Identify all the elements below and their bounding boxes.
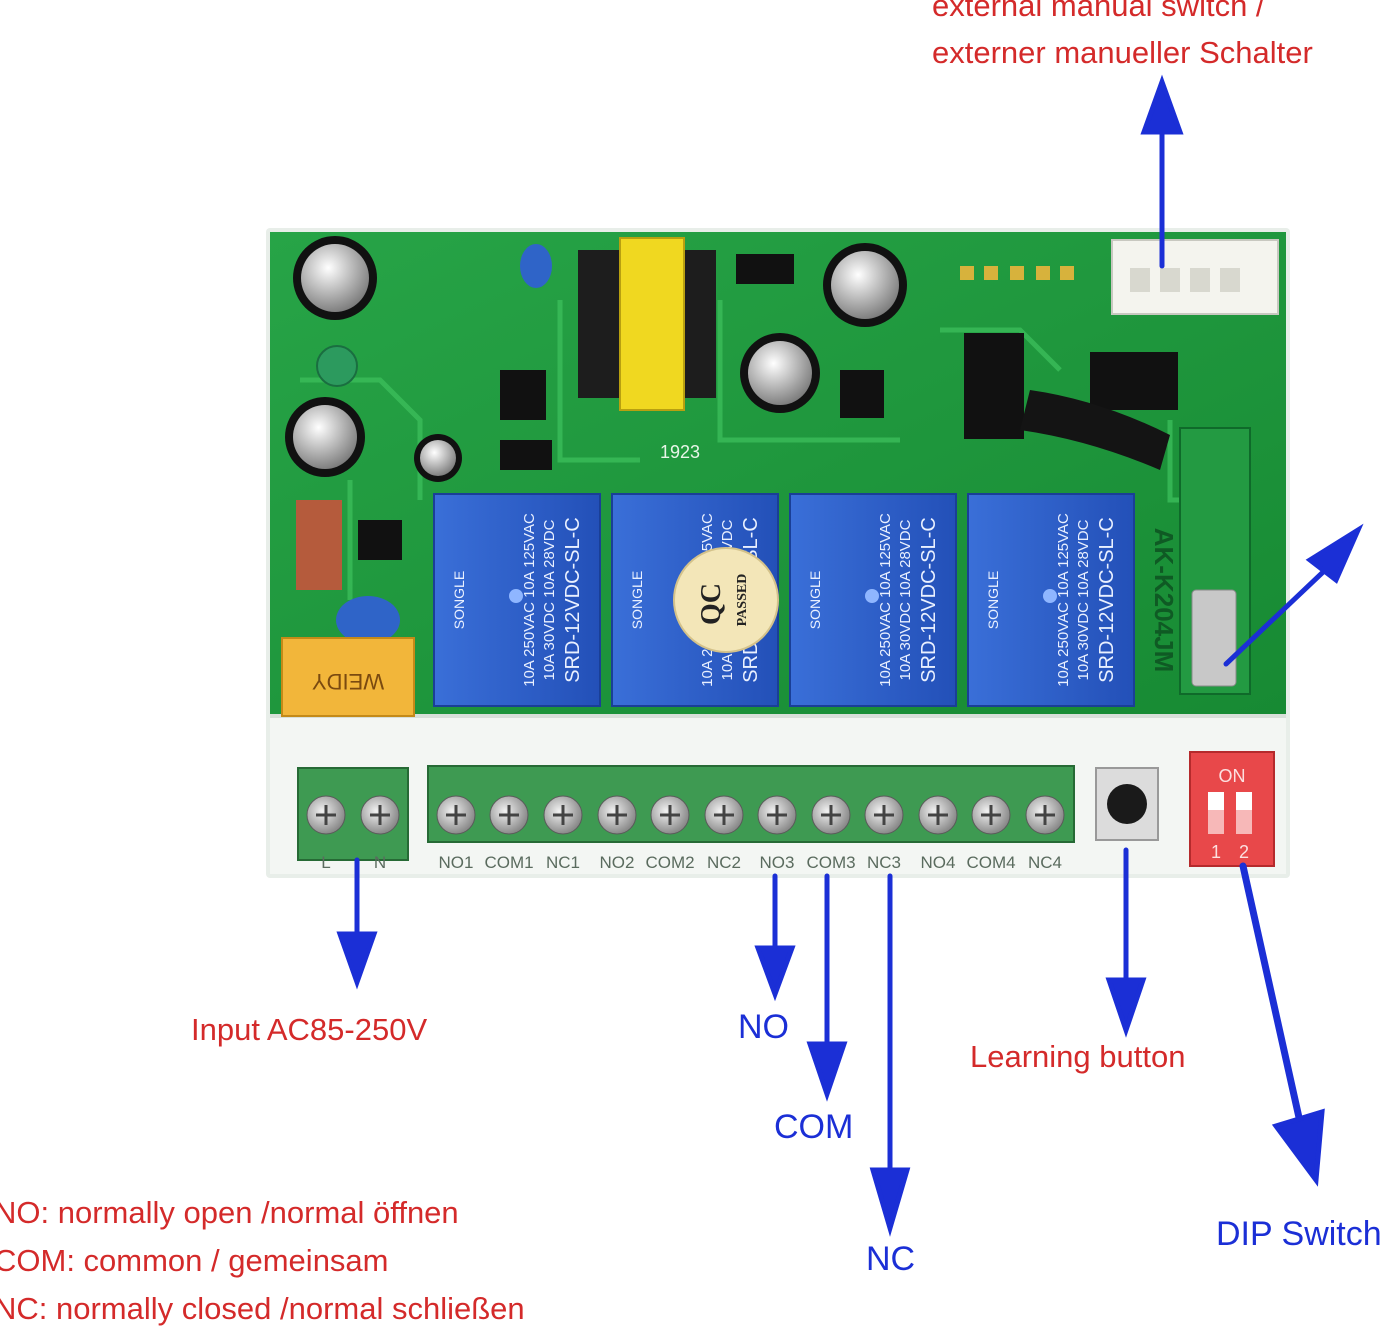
input-label: Input AC85-250V [191,1012,428,1047]
terminal-label-nc4: NC4 [1028,853,1062,872]
crystal [1191,589,1237,687]
no-label: NO [738,1008,789,1046]
relay-3-text: 10A 250VAC 10A 125VAC [877,513,894,687]
terminal-label-n: N [374,853,386,872]
relay-1-text: SRD-12VDC-SL-C [562,517,584,683]
relay-4-text: 10A 30VDC 10A 28VDC [1075,519,1092,680]
date-code: 1923 [660,442,700,462]
relay-1-text: 10A 250VAC 10A 125VAC [521,513,538,687]
qc-text: QC [696,583,727,625]
terminal-label-nc2: NC2 [707,853,741,872]
output-terminal-block [427,765,1075,843]
connector-pins [1130,268,1240,292]
qc-passed: PASSED [735,574,750,627]
capacitors [285,236,907,482]
x2-capacitor [281,637,415,717]
relay-1-text: 10A 30VDC 10A 28VDC [541,519,558,680]
terminal-label-no3: NO3 [760,853,795,872]
terminal-label-com1: COM1 [484,853,533,872]
terminal-label-com4: COM4 [966,853,1015,872]
com-label: COM [774,1108,854,1146]
dip-switch[interactable]: ON 1 2 [1189,751,1275,867]
terminal-label-no2: NO2 [600,853,635,872]
terminal-label-nc1: NC1 [546,853,580,872]
capacitor-brand: WEIDY [312,669,384,694]
ceramic-cap [520,244,552,288]
relay-3-text: 10A 30VDC 10A 28VDC [897,519,914,680]
antenna-coil [1020,390,1170,470]
relay-3-text: SRD-12VDC-SL-C [918,517,940,683]
fuse [296,500,342,590]
terminal-label-l: L [321,853,330,872]
nc-label: NC [866,1240,916,1278]
learning-button-label: Learning button [970,1039,1186,1074]
dip-on-label: ON [1219,766,1246,786]
ic-chips [358,254,1178,560]
dip-num-1: 1 [1211,842,1221,862]
legend-com: COM: common / gemeinsam [0,1243,389,1278]
terminal-blocks: L N NO1 COM1 NC1 NO2 COM2 NC2 NO3 COM3 NC3 NO4 COM4 N… [297,765,1075,872]
relay-2-text: SONGLE [629,571,645,629]
relay-4-text: 10A 250VAC 10A 125VAC [1055,513,1072,687]
terminal-label-no4: NO4 [921,853,956,872]
learning-button[interactable] [1095,767,1159,841]
board-model: AK-K204JM [1149,528,1179,673]
qc-sticker: QC PASSED [673,547,779,653]
jumper-pads [960,266,1074,280]
relay-4-text: SONGLE [985,571,1001,629]
relay-1-text: SONGLE [451,571,467,629]
terminal-label-nc3: NC3 [867,853,901,872]
ceramic-cap-2 [336,596,400,644]
legend-no: NO: normally open /normal öffnen [0,1195,459,1230]
legend-nc: NC: normally closed /normal schließen [0,1291,525,1326]
external-switch-label-en: external manual switch / [932,0,1265,23]
dip-num-2: 2 [1239,842,1249,862]
relay-4-text: SRD-12VDC-SL-C [1096,517,1118,683]
relay-3-text: SONGLE [807,571,823,629]
terminal-label-no1: NO1 [439,853,474,872]
external-switch-label-de: externer manueller Schalter [932,35,1313,70]
dip-switch-label: DIP Switch [1216,1215,1382,1253]
terminal-label-com2: COM2 [645,853,694,872]
terminal-label-com3: COM3 [806,853,855,872]
